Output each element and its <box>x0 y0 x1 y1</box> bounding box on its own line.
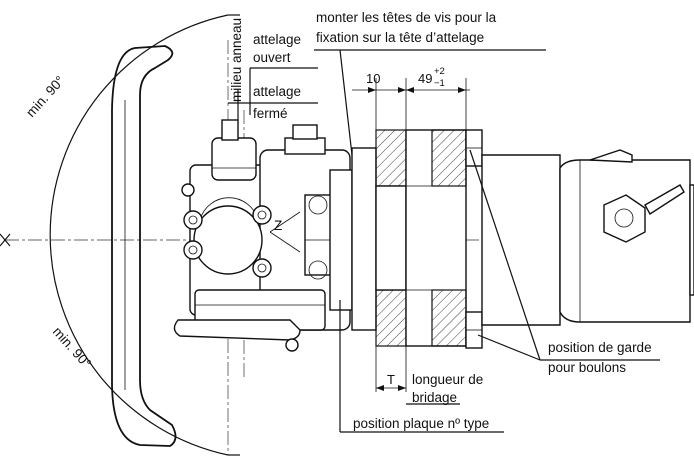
dimension-lines <box>352 78 470 392</box>
top-note-line2: fixation sur la tête d’attelage <box>316 30 484 45</box>
longueur-label-2: bridage <box>412 390 457 405</box>
vehicle-mount-body <box>481 149 694 326</box>
leader-lines <box>228 49 660 433</box>
dim-49-tol-lower: −1 <box>434 78 445 89</box>
angle-top-label: min. 90° <box>23 73 67 120</box>
coupling-head-body <box>173 119 353 352</box>
dim-49-label: 49 <box>418 71 432 86</box>
dim-10-label: 10 <box>366 71 380 86</box>
attelage-ouvert-label-2: ouvert <box>253 50 291 65</box>
z-mark-label: Z <box>274 218 282 233</box>
coupling-handle <box>111 45 177 447</box>
dim-t-label: T <box>387 372 395 387</box>
garde-label-1: position de garde <box>548 340 652 355</box>
top-note-line1: monter les têtes de vis pour la <box>316 10 497 25</box>
milieu-anneau-label: milieu anneau <box>229 18 244 102</box>
longueur-label-1: longueur de <box>412 372 483 387</box>
attelage-ferme-label-1: attelage <box>253 84 301 99</box>
flange-assembly <box>351 129 483 349</box>
swing-arc <box>0 14 240 456</box>
dim-49-tol-upper: +2 <box>434 66 445 77</box>
attelage-ferme-label-2: fermé <box>253 106 288 121</box>
plaque-label: position plaque nº type <box>353 416 489 431</box>
garde-label-2: pour boulons <box>548 360 626 375</box>
attelage-ouvert-label-1: attelage <box>253 32 301 47</box>
